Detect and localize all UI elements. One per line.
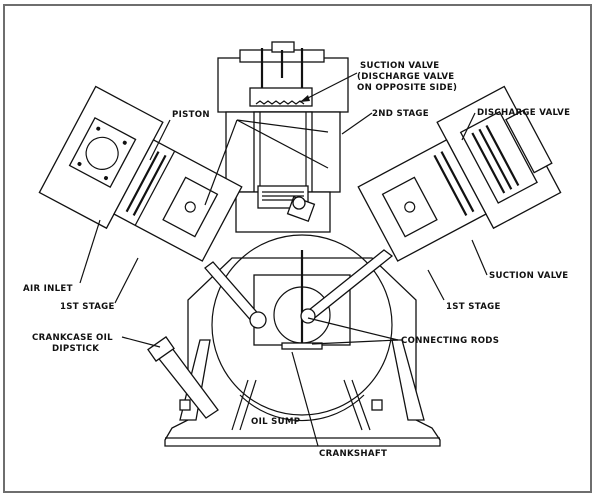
label-piston: PISTON bbox=[172, 110, 210, 120]
label-first-stage-left: 1ST STAGE bbox=[60, 302, 115, 312]
label-suction-valve-right: SUCTION VALVE bbox=[489, 271, 568, 281]
label-first-stage-right: 1ST STAGE bbox=[446, 302, 501, 312]
right-first-stage-cylinder bbox=[357, 85, 562, 262]
crank-housing bbox=[211, 234, 393, 422]
label-opposite-side-note: ON OPPOSITE SIDE) bbox=[357, 83, 457, 93]
label-dipstick: DIPSTICK bbox=[52, 344, 99, 354]
label-connecting-rods: CONNECTING RODS bbox=[401, 336, 499, 346]
label-crankcase-oil: CRANKCASE OIL bbox=[32, 333, 113, 343]
connecting-rods bbox=[204, 196, 394, 329]
label-air-inlet: AIR INLET bbox=[23, 284, 73, 294]
left-first-stage-cylinder bbox=[38, 85, 243, 262]
label-suction-valve-top: SUCTION VALVE bbox=[360, 61, 439, 71]
crankcase-base bbox=[164, 257, 441, 447]
label-oil-sump: OIL SUMP bbox=[251, 417, 300, 427]
labels: SUCTION VALVE (DISCHARGE VALVE ON OPPOSI… bbox=[23, 61, 570, 459]
second-stage-cylinder bbox=[217, 41, 349, 233]
label-second-stage: 2ND STAGE bbox=[372, 109, 429, 119]
leader-lines bbox=[79, 72, 488, 447]
label-discharge-valve-note: (DISCHARGE VALVE bbox=[357, 72, 454, 82]
label-discharge-valve: DISCHARGE VALVE bbox=[477, 108, 570, 118]
dipstick bbox=[147, 336, 383, 419]
label-crankshaft: CRANKSHAFT bbox=[319, 449, 387, 459]
